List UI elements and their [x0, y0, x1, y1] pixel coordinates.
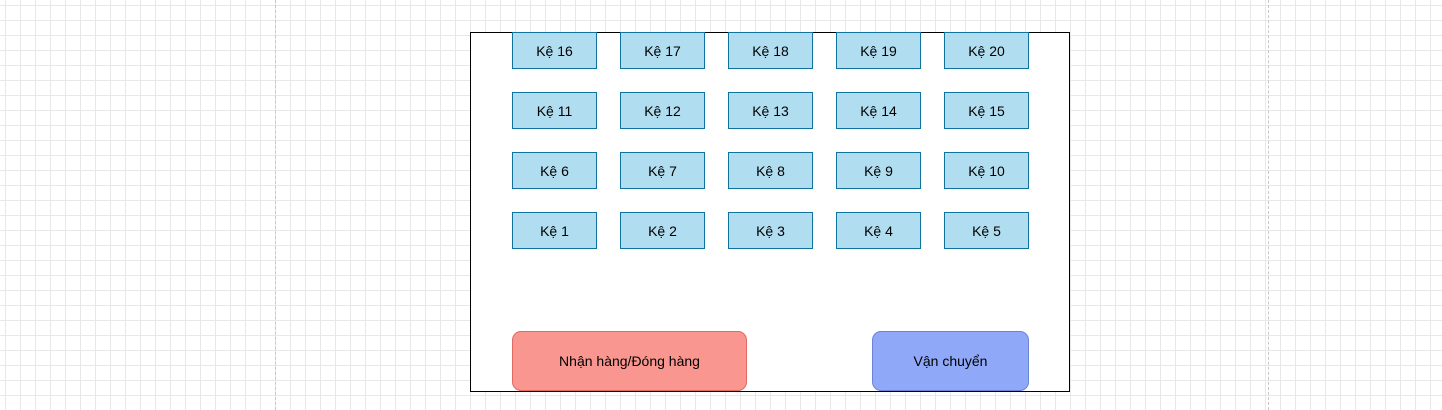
- page-break-line: [1268, 0, 1269, 410]
- shelf-label: Kệ 1: [540, 222, 569, 239]
- shelf-box[interactable]: Kệ 15: [944, 92, 1029, 129]
- shelf-box[interactable]: Kệ 19: [836, 32, 921, 69]
- shelf-label: Kệ 3: [756, 222, 785, 239]
- shelf-label: Kệ 14: [860, 102, 897, 119]
- shelf-box[interactable]: Kệ 3: [728, 212, 813, 249]
- shelf-box[interactable]: Kệ 11: [512, 92, 597, 129]
- shelf-box[interactable]: Kệ 8: [728, 152, 813, 189]
- shelf-label: Kệ 4: [864, 222, 893, 239]
- shipping-zone[interactable]: Vận chuyển: [872, 331, 1029, 391]
- shelf-box[interactable]: Kệ 1: [512, 212, 597, 249]
- shelf-box[interactable]: Kệ 7: [620, 152, 705, 189]
- receiving-packing-label: Nhận hàng/Đóng hàng: [559, 353, 700, 369]
- shelf-label: Kệ 17: [644, 42, 681, 59]
- shelf-label: Kệ 11: [536, 102, 573, 119]
- shelf-label: Kệ 8: [756, 162, 785, 179]
- shelf-label: Kệ 13: [752, 102, 789, 119]
- shelf-box[interactable]: Kệ 13: [728, 92, 813, 129]
- shelf-box[interactable]: Kệ 14: [836, 92, 921, 129]
- shelf-box[interactable]: Kệ 2: [620, 212, 705, 249]
- shelf-label: Kệ 18: [752, 42, 789, 59]
- shelf-box[interactable]: Kệ 10: [944, 152, 1029, 189]
- shelf-box[interactable]: Kệ 20: [944, 32, 1029, 69]
- shelf-box[interactable]: Kệ 6: [512, 152, 597, 189]
- shelf-box[interactable]: Kệ 18: [728, 32, 813, 69]
- shipping-label: Vận chuyển: [913, 353, 988, 369]
- shelf-label: Kệ 9: [864, 162, 893, 179]
- shelf-label: Kệ 5: [972, 222, 1001, 239]
- shelf-box[interactable]: Kệ 12: [620, 92, 705, 129]
- shelf-label: Kệ 2: [648, 222, 677, 239]
- shelf-label: Kệ 12: [644, 102, 681, 119]
- shelf-box[interactable]: Kệ 5: [944, 212, 1029, 249]
- shelf-label: Kệ 7: [648, 162, 677, 179]
- shelf-label: Kệ 15: [968, 102, 1005, 119]
- shelf-label: Kệ 10: [968, 162, 1005, 179]
- shelf-box[interactable]: Kệ 17: [620, 32, 705, 69]
- shelf-label: Kệ 20: [968, 42, 1005, 59]
- receiving-packing-zone[interactable]: Nhận hàng/Đóng hàng: [512, 331, 747, 391]
- shelf-box[interactable]: Kệ 9: [836, 152, 921, 189]
- shelf-box[interactable]: Kệ 16: [512, 32, 597, 69]
- shelf-box[interactable]: Kệ 4: [836, 212, 921, 249]
- shelf-label: Kệ 16: [536, 42, 573, 59]
- shelf-label: Kệ 19: [860, 42, 897, 59]
- shelf-label: Kệ 6: [540, 162, 569, 179]
- page-break-line: [275, 0, 276, 410]
